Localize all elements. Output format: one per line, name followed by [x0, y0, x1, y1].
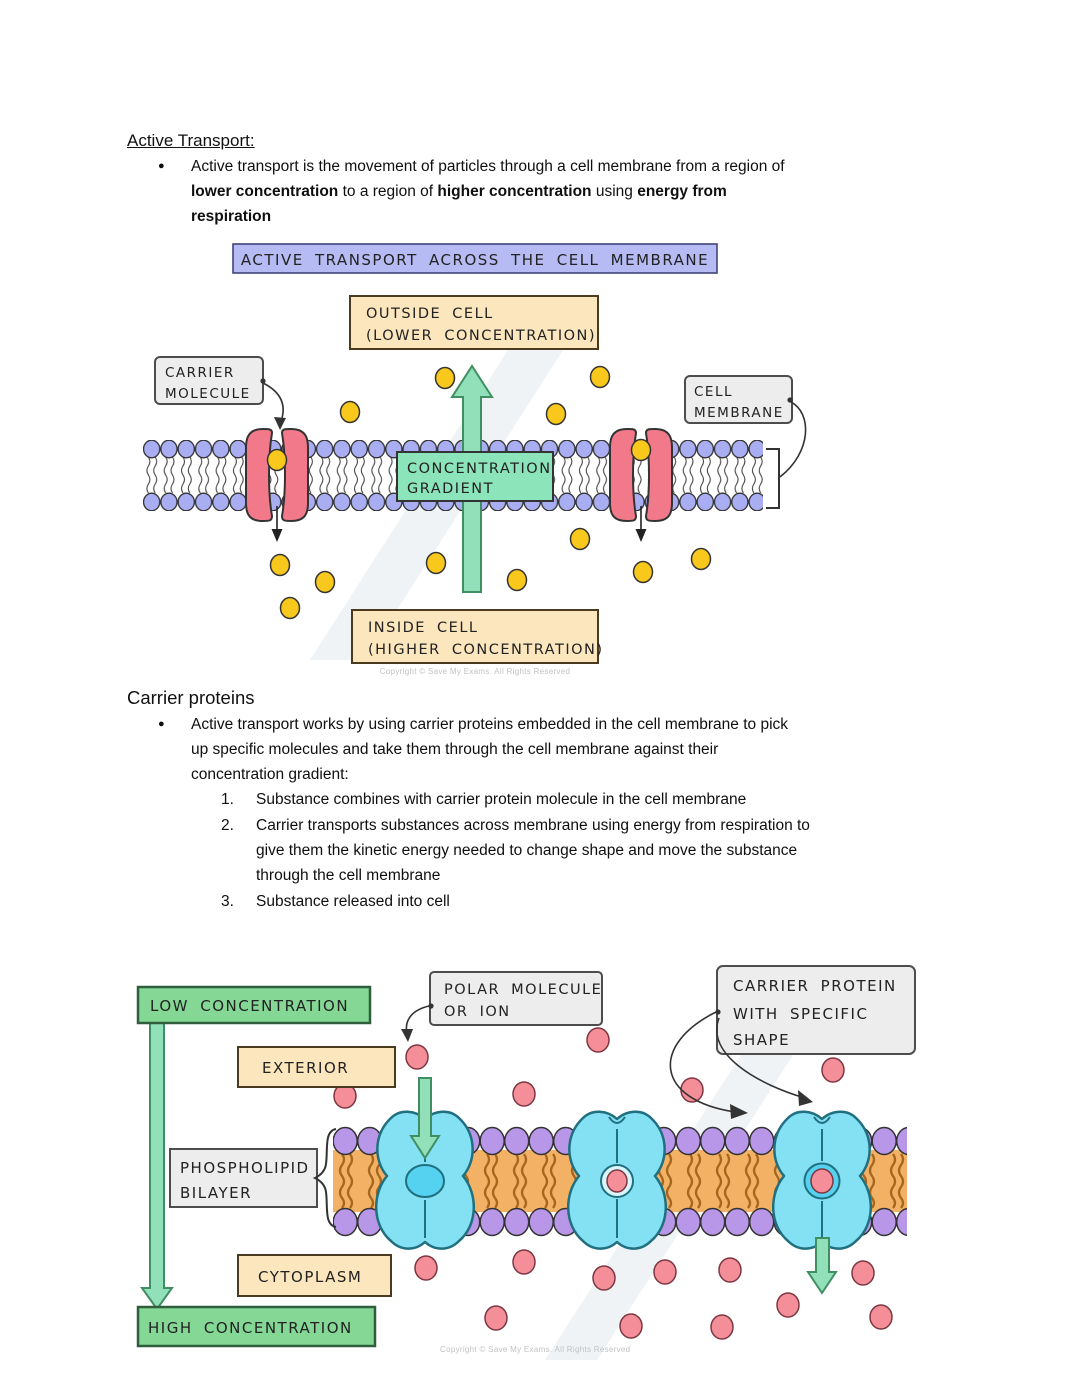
- page-heading: Active Transport:: [127, 131, 255, 150]
- diagram-active-transport: ACTIVE TRANSPORT ACROSS THE CELL MEMBRAN…: [143, 243, 807, 676]
- low-concentration-box: [136, 985, 372, 1025]
- pink-molecule: [606, 1169, 628, 1193]
- carrier-protein-left: [245, 428, 309, 522]
- list-item-2: 2. Carrier transports substances across m…: [221, 813, 810, 888]
- polar-molecule-tag: POLAR MOLECULE OR ION: [401, 971, 603, 1042]
- cytoplasm-box: [237, 1254, 392, 1297]
- phospholipid-line1: PHOSPHOLIPID: [180, 1159, 310, 1177]
- carrier-molecule-line1: CARRIER: [165, 365, 235, 381]
- pink-molecules: [333, 1027, 893, 1340]
- copyright-note: Copyright © Save My Exams. All Rights Re…: [380, 667, 570, 676]
- exterior-box: [237, 1046, 396, 1088]
- transport-down-arrow-left: [271, 506, 283, 542]
- carrier-molecule-tag: CARRIER MOLECULE: [154, 356, 286, 430]
- low-to-high-arrow: [140, 1022, 174, 1311]
- copyright-note: Copyright © Save My Exams. All Rights Re…: [440, 1345, 630, 1354]
- gradient-line2: GRADIENT: [407, 481, 494, 497]
- carrier-protein-right: [609, 428, 673, 522]
- low-concentration-label: LOW CONCENTRATION: [150, 997, 349, 1015]
- title-banner: [232, 243, 718, 274]
- cell-membrane-tag: CELL MEMBRANE: [684, 375, 807, 478]
- inside-cell-box: [351, 609, 599, 664]
- carrier-proteins-bullet: ● Active transport works by using carrier…: [158, 712, 788, 787]
- outside-cell-line2: (LOWER CONCENTRATION): [366, 328, 596, 344]
- cytoplasm-label: CYTOPLASM: [258, 1268, 362, 1286]
- membrane-bracket: [766, 448, 780, 509]
- list-number: 2.: [221, 817, 234, 834]
- transport-down-arrow-right: [635, 506, 647, 542]
- active-transport-bullet-text: Active transport is the movement of part…: [191, 158, 785, 225]
- inside-cell-line1: INSIDE CELL: [368, 620, 478, 636]
- cell-membrane-line2: MEMBRANE: [694, 405, 784, 421]
- list-item-text: Substance released into cell: [256, 893, 450, 910]
- phospholipid-line2: BILAYER: [180, 1184, 252, 1202]
- outside-cell-line1: OUTSIDE CELL: [366, 306, 494, 322]
- carrier-proteins-bullet-text: Active transport works by using carrier …: [191, 716, 789, 783]
- list-item-3: 3. Substance released into cell: [221, 889, 450, 914]
- carrier-line3: SHAPE: [733, 1031, 790, 1049]
- yellow-molecules: [269, 365, 712, 620]
- carrier-protein-closed: [566, 1110, 668, 1250]
- carrier-proteins-heading: Carrier proteins: [127, 687, 255, 708]
- cell-membrane-line1: CELL: [694, 384, 733, 400]
- exterior-label: EXTERIOR: [262, 1059, 349, 1077]
- list-number: 1.: [221, 791, 234, 808]
- list-number: 3.: [221, 893, 234, 910]
- carrier-protein-tag: CARRIER PROTEIN WITH SPECIFIC SHAPE: [669, 965, 916, 1119]
- yellow-molecule: [266, 448, 288, 472]
- high-concentration-label: HIGH CONCENTRATION: [148, 1319, 353, 1337]
- carrier-line1: CARRIER PROTEIN: [733, 977, 897, 995]
- yellow-molecule: [630, 438, 652, 462]
- entry-arrow: [409, 1077, 441, 1160]
- carrier-molecule-line2: MOLECULE: [165, 386, 251, 402]
- brace: [312, 1128, 337, 1228]
- gradient-line1: CONCENTRATION: [407, 461, 552, 477]
- outside-cell-box: [349, 295, 599, 350]
- list-item-1: 1. Substance combines with carrier protei…: [221, 787, 746, 812]
- bullet-marker: ●: [158, 160, 165, 172]
- active-transport-bullet: ● Active transport is the movement of par…: [158, 154, 785, 229]
- phospholipid-bilayer-tag: PHOSPHOLIPID BILAYER: [169, 1128, 337, 1228]
- list-item-text: Carrier transports substances across mem…: [256, 817, 810, 884]
- high-concentration-box: [136, 1305, 377, 1348]
- diagram-carrier-protein: LOW CONCENTRATION EXTERIOR POLAR MOLECUL…: [136, 965, 916, 1360]
- title-banner-label: ACTIVE TRANSPORT ACROSS THE CELL MEMBRAN…: [241, 251, 709, 269]
- release-arrow: [806, 1237, 838, 1295]
- carrier-line2: WITH SPECIFIC: [733, 1005, 868, 1023]
- bullet-marker: ●: [158, 718, 165, 730]
- list-item-text: Substance combines with carrier protein …: [256, 791, 747, 808]
- carrier-protein-releasing: [771, 1110, 873, 1250]
- pink-molecule: [810, 1168, 834, 1194]
- polar-line2: OR ION: [444, 1004, 511, 1020]
- inside-cell-line2: (HIGHER CONCENTRATION): [368, 642, 604, 658]
- concentration-gradient-box: [396, 451, 554, 502]
- polar-line1: POLAR MOLECULE: [444, 982, 602, 998]
